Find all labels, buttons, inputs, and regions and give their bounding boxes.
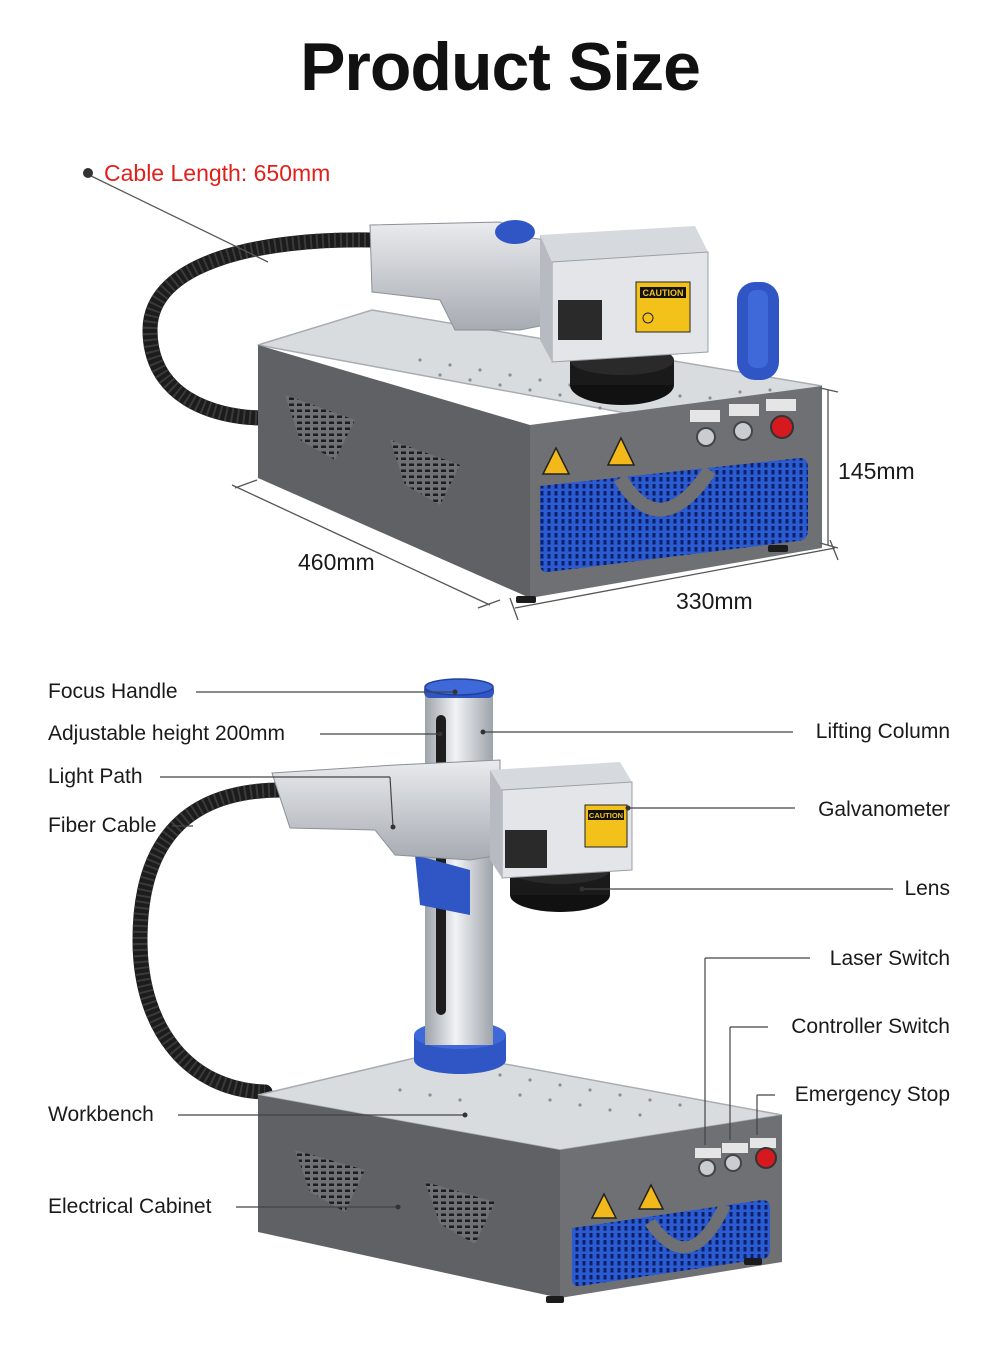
electrical-cabinet-label: Electrical Cabinet: [48, 1195, 212, 1218]
emergency-stop-button: [755, 1147, 777, 1169]
bottom-machine: CAUTION: [132, 678, 783, 1303]
emergency-stop-button: [770, 415, 794, 439]
switch-panel-bottom: [695, 1138, 777, 1177]
switch-panel-top: [690, 399, 796, 447]
controller-switch-label: Controller Switch: [791, 1015, 950, 1038]
lifting-column-label: Lifting Column: [815, 720, 950, 743]
fiber-cable-label: Fiber Cable: [48, 814, 157, 837]
light-path-label: Light Path: [48, 765, 143, 788]
warning-icon: [541, 446, 571, 475]
dimension-lines-top: [84, 172, 839, 621]
workbench-label: Workbench: [48, 1103, 154, 1126]
top-machine: CAUTION: [142, 220, 823, 603]
caution-label-bottom: CAUTION: [584, 804, 628, 848]
adjustable-height-label: Adjustable height 200mm: [48, 722, 285, 745]
warning-icon: [590, 1192, 618, 1219]
front-vent-top: [540, 458, 808, 573]
page-title: Product Size: [300, 29, 701, 105]
cable-length-label: Cable Length: 650mm: [104, 160, 331, 186]
controller-switch-knob: [733, 421, 753, 441]
lens-label: Lens: [904, 877, 950, 900]
laser-switch-knob: [698, 1159, 716, 1177]
galvanometer-label: Galvanometer: [818, 798, 950, 821]
laser-switch-knob: [696, 427, 716, 447]
laser-switch-label: Laser Switch: [829, 947, 950, 970]
caution-label-top: CAUTION: [635, 281, 691, 333]
emergency-stop-label: Emergency Stop: [794, 1083, 950, 1106]
svg-text:CAUTION: CAUTION: [643, 288, 684, 298]
bullet-dot: [83, 168, 93, 178]
controller-switch-knob: [724, 1154, 742, 1172]
fiber-cable-bottom: [132, 782, 290, 1100]
warning-icon: [637, 1183, 665, 1210]
cabinet-side-top: [258, 345, 530, 598]
cabinet-side-bottom: [258, 1095, 560, 1298]
arm-bottom: [271, 759, 501, 861]
focus-handle: [424, 678, 494, 696]
leader-lines-bottom: [160, 691, 893, 1208]
height-dimension: 145mm: [838, 458, 915, 484]
width-dimension: 330mm: [676, 588, 753, 614]
length-dimension: 460mm: [298, 549, 375, 575]
warning-icon: [606, 436, 636, 466]
focus-handle-label: Focus Handle: [48, 680, 178, 703]
svg-text:CAUTION: CAUTION: [589, 811, 623, 820]
